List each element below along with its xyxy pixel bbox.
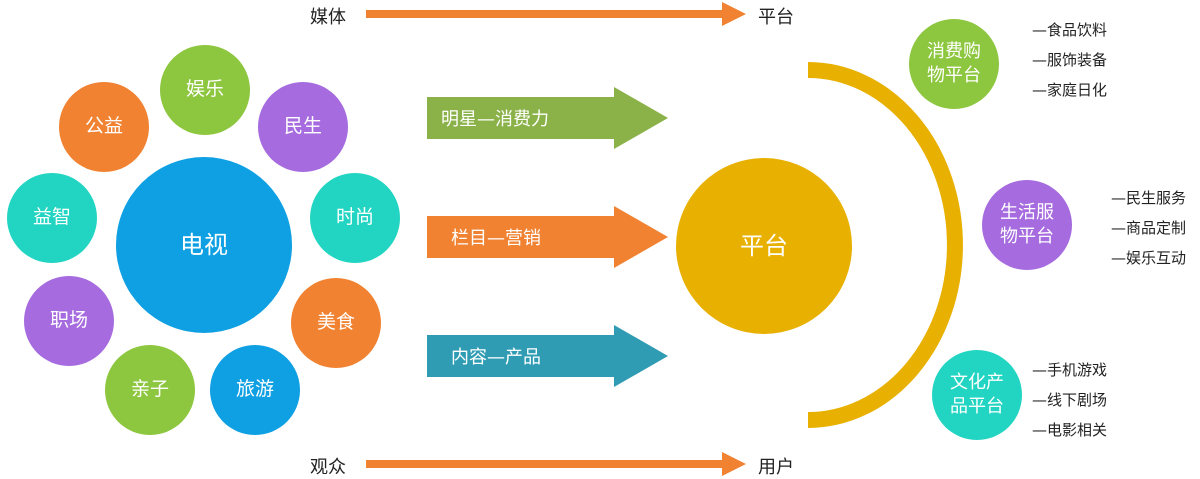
label-platform-top: 平台 bbox=[758, 7, 794, 28]
tv-center-circle: 电视 bbox=[116, 157, 292, 333]
label-user: 用户 bbox=[758, 457, 794, 478]
list-item: —民生服务 bbox=[1111, 189, 1187, 207]
arrow-column-marketing bbox=[427, 206, 668, 268]
platform-label-line1: 消费购 bbox=[927, 40, 981, 62]
top-flow-arrow bbox=[366, 2, 746, 26]
culture-product-platform-circle: 文化产 品平台 bbox=[932, 350, 1022, 440]
list-item: —手机游戏 bbox=[1032, 361, 1108, 379]
arrow-label-content-product: 内容—产品 bbox=[451, 347, 541, 368]
platform-label-line1: 生活服 bbox=[1000, 201, 1054, 223]
circle-livelihood: 民生 bbox=[258, 82, 348, 172]
circle-fashion: 时尚 bbox=[310, 173, 400, 263]
platform-label-line2: 物平台 bbox=[927, 65, 981, 86]
life-service-platform-circle: 生活服 物平台 bbox=[982, 180, 1072, 270]
platform-label-line1: 文化产 bbox=[950, 371, 1004, 393]
platform-label-line2: 品平台 bbox=[950, 396, 1004, 417]
list-item: —商品定制 bbox=[1111, 219, 1187, 237]
circle-parenting: 亲子 bbox=[105, 345, 195, 435]
consumer-shopping-item-list: —食品饮料 —服饰装备 —家庭日化 bbox=[1032, 15, 1107, 105]
arrow-label-column-marketing: 栏目—营销 bbox=[451, 228, 541, 249]
arrow-label-star-consumption: 明星—消费力 bbox=[441, 109, 549, 130]
life-service-item-list: —民生服务 —商品定制 —娱乐互动 bbox=[1111, 183, 1186, 273]
list-item: —电影相关 bbox=[1032, 421, 1108, 439]
list-item: —娱乐互动 bbox=[1111, 249, 1187, 267]
list-item: —线下剧场 bbox=[1032, 391, 1108, 409]
bottom-flow-arrow bbox=[366, 452, 746, 476]
list-item: —食品饮料 bbox=[1032, 21, 1108, 39]
label-audience: 观众 bbox=[310, 457, 346, 478]
circle-food: 美食 bbox=[291, 278, 381, 368]
circle-entertainment: 娱乐 bbox=[160, 45, 250, 135]
arrow-star-consumption bbox=[427, 87, 668, 149]
platform-hub-circle: 平台 bbox=[676, 158, 852, 334]
list-item: —服饰装备 bbox=[1032, 51, 1108, 69]
consumer-shopping-platform-circle: 消费购 物平台 bbox=[909, 19, 999, 109]
label-media: 媒体 bbox=[310, 7, 346, 28]
circle-charity: 公益 bbox=[59, 82, 149, 172]
platform-arc bbox=[807, 62, 963, 428]
arrow-content-product bbox=[427, 325, 668, 387]
circle-career: 职场 bbox=[24, 276, 114, 366]
circle-travel: 旅游 bbox=[210, 345, 300, 435]
list-item: —家庭日化 bbox=[1032, 81, 1108, 99]
circle-puzzle: 益智 bbox=[7, 173, 97, 263]
platform-label-line2: 物平台 bbox=[1000, 226, 1054, 247]
culture-product-item-list: —手机游戏 —线下剧场 —电影相关 bbox=[1032, 355, 1107, 445]
